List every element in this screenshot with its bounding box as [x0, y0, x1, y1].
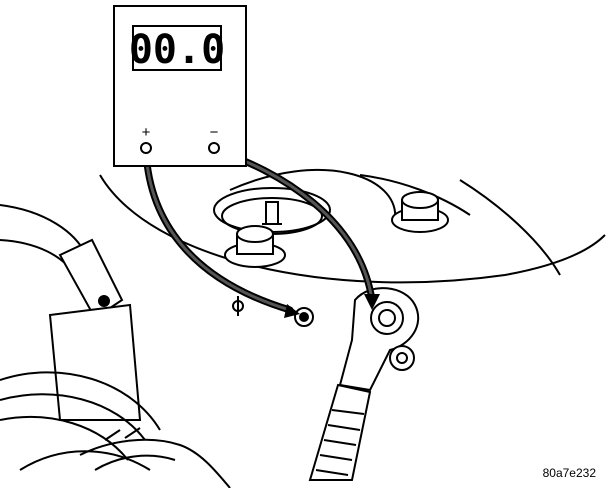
positive-test-lead [142, 148, 300, 318]
multimeter-display [132, 25, 222, 71]
left-bracket [0, 204, 142, 421]
negative-terminal-label: − [210, 124, 219, 141]
bolt-head-center [224, 225, 286, 268]
negative-terminal-jack [208, 142, 220, 154]
bolt-head-right [391, 191, 449, 233]
mounting-boss [213, 187, 331, 235]
harness-wires [79, 427, 231, 488]
battery-cable [308, 383, 372, 481]
wheel-arc [0, 371, 161, 471]
meter-reading: 00.0 [129, 27, 225, 73]
engine-body-outline [99, 169, 606, 284]
positive-terminal-label: + [142, 124, 151, 141]
figure-id-label: 80a7e232 [542, 466, 596, 480]
ground-symbol-icon [232, 296, 244, 316]
ground-test-point [294, 307, 314, 327]
battery-terminal-icon [338, 287, 420, 392]
multimeter-icon: 00.0 + − [113, 5, 247, 167]
positive-terminal-jack [140, 142, 152, 154]
